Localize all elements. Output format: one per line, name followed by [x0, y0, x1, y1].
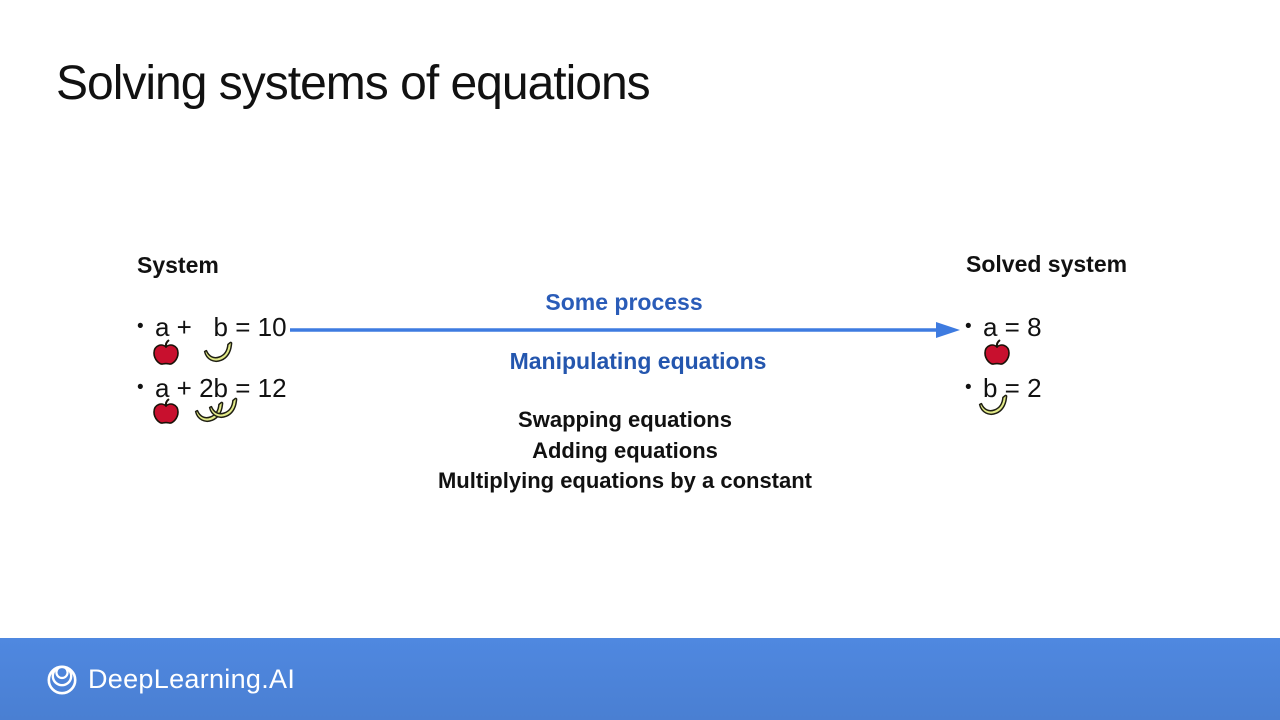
operation-item: Adding equations: [532, 437, 718, 463]
banana-icon: [203, 341, 233, 363]
double-banana-icon: [194, 397, 238, 423]
process-subtitle: Manipulating equations: [509, 348, 767, 374]
operations-list: Swapping equations Adding equations Mult…: [288, 405, 962, 497]
deeplearning-rings-logo-icon: [47, 665, 77, 695]
equation-text: a = 8: [983, 311, 1042, 342]
apple-icon: [984, 339, 1010, 365]
process-title: Some process: [545, 289, 703, 315]
apple-icon: [153, 339, 179, 365]
bullet-dot: •: [965, 377, 972, 398]
operation-item: Swapping equations: [518, 407, 732, 432]
slide-title: Solving systems of equations: [56, 57, 651, 110]
bullet-dot: •: [137, 316, 144, 337]
bullet-dot: •: [137, 377, 144, 398]
solved-system-heading: Solved system: [966, 251, 1128, 277]
equation-text: b = 2: [983, 372, 1042, 403]
equation-text: a + 2b = 12: [155, 372, 287, 403]
equation-text: a + b = 10: [155, 311, 287, 342]
equation-row-right-1: • a = 8: [965, 311, 1042, 343]
banana-icon: [978, 394, 1008, 416]
system-heading: System: [137, 252, 219, 278]
equation-row-right-2: • b = 2: [965, 372, 1042, 404]
apple-icon: [153, 398, 179, 424]
equation-row-left-2: • a + 2b = 12: [137, 372, 287, 404]
bullet-dot: •: [965, 316, 972, 337]
footer-bar: DeepLearning.AI: [0, 638, 1280, 720]
equation-row-left-1: • a + b = 10: [137, 311, 287, 343]
operation-item: Multiplying equations by a constant: [437, 468, 813, 493]
process-arrow-icon: [290, 322, 960, 338]
brand-name: DeepLearning.AI: [88, 663, 296, 694]
